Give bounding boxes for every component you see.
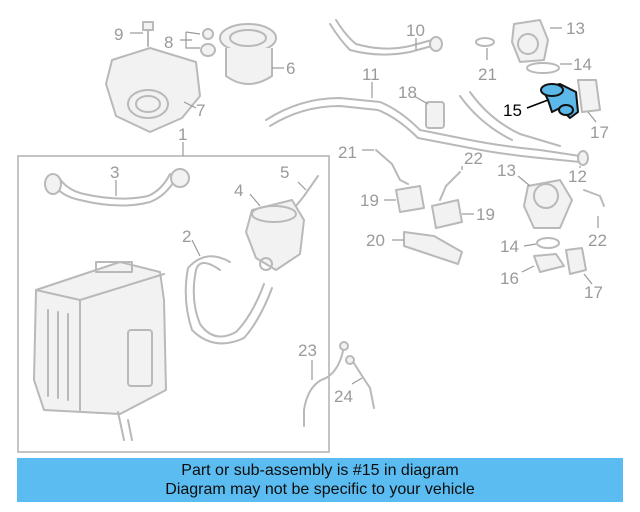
callout-5: 5	[280, 163, 289, 182]
part-9-screw	[130, 21, 154, 47]
part-2-hose	[184, 239, 273, 345]
part-5-sensor	[295, 175, 319, 207]
callout-6: 6	[286, 59, 295, 78]
callout-20: 20	[366, 231, 385, 250]
callout-22-lower: 22	[588, 231, 607, 250]
part-3-hose	[44, 168, 190, 207]
callout-16: 16	[500, 269, 519, 288]
callout-12: 12	[568, 167, 587, 186]
callout-19-left: 19	[360, 191, 379, 210]
part-24-o2-sensor	[345, 355, 375, 409]
part-7-bracket	[105, 47, 201, 133]
part-21-clip-upper	[475, 37, 495, 60]
part-8-grommets	[180, 28, 216, 57]
callout-22-mid: 22	[464, 149, 483, 168]
part-17-bracket-upper	[577, 79, 601, 123]
callout-14-upper: 14	[573, 55, 592, 74]
callout-10: 10	[406, 21, 425, 40]
part-13-valve-lower	[517, 175, 573, 229]
callout-24: 24	[334, 387, 353, 406]
callout-2: 2	[182, 227, 191, 246]
part-14-gasket-lower	[523, 237, 560, 249]
callout-17-lower: 17	[584, 283, 603, 302]
callout-14-lower: 14	[500, 237, 519, 256]
part-19-connector-left	[384, 185, 425, 213]
part-10-hose	[329, 19, 443, 56]
callout-15: 15	[503, 101, 522, 120]
callout-9: 9	[114, 25, 123, 44]
part-22-wire-mid	[439, 166, 463, 201]
callout-13-upper: 13	[566, 19, 585, 38]
callout-18: 18	[398, 83, 417, 102]
part-22-clip-lower	[583, 189, 605, 228]
callout-13-lower: 13	[497, 161, 516, 180]
part-19-connector-right	[431, 199, 474, 229]
parts-diagram: 9 8 6 7 1 10 11 18 21 13 14 15 17 12 21 …	[17, 19, 609, 453]
callout-3: 3	[110, 163, 119, 182]
callout-8: 8	[164, 33, 173, 52]
callout-4: 4	[234, 181, 243, 200]
part-21-wire-lower	[362, 149, 409, 185]
part-13-valve-upper	[511, 19, 562, 63]
part-18-sensor	[413, 95, 445, 129]
part-15-highlighted	[526, 83, 579, 119]
part-4-valve	[245, 193, 305, 271]
part-1-canister	[33, 261, 167, 441]
callout-7: 7	[196, 101, 205, 120]
banner-line-2: Diagram may not be specific to your vehi…	[165, 481, 475, 498]
callout-11: 11	[362, 65, 380, 84]
callout-21-lower: 21	[338, 143, 357, 162]
callout-23: 23	[298, 341, 317, 360]
part-17-bracket-lower	[565, 247, 593, 285]
part-14-gasket-upper	[526, 62, 572, 74]
callout-19-right: 19	[476, 205, 495, 224]
banner-line-1: Part or sub-assembly is #15 in diagram	[181, 462, 459, 479]
part-6-air-pump	[219, 23, 284, 85]
part-20-bracket	[392, 231, 463, 265]
info-banner: Part or sub-assembly is #15 in diagram D…	[17, 458, 623, 502]
part-16-pipe	[521, 253, 565, 273]
callout-17-upper: 17	[590, 123, 609, 142]
part-23-o2-sensor	[303, 341, 349, 427]
callout-1: 1	[178, 125, 187, 144]
part-11-pipe	[265, 82, 589, 166]
callout-21-upper: 21	[478, 65, 497, 84]
assembly-1-box	[17, 155, 330, 453]
